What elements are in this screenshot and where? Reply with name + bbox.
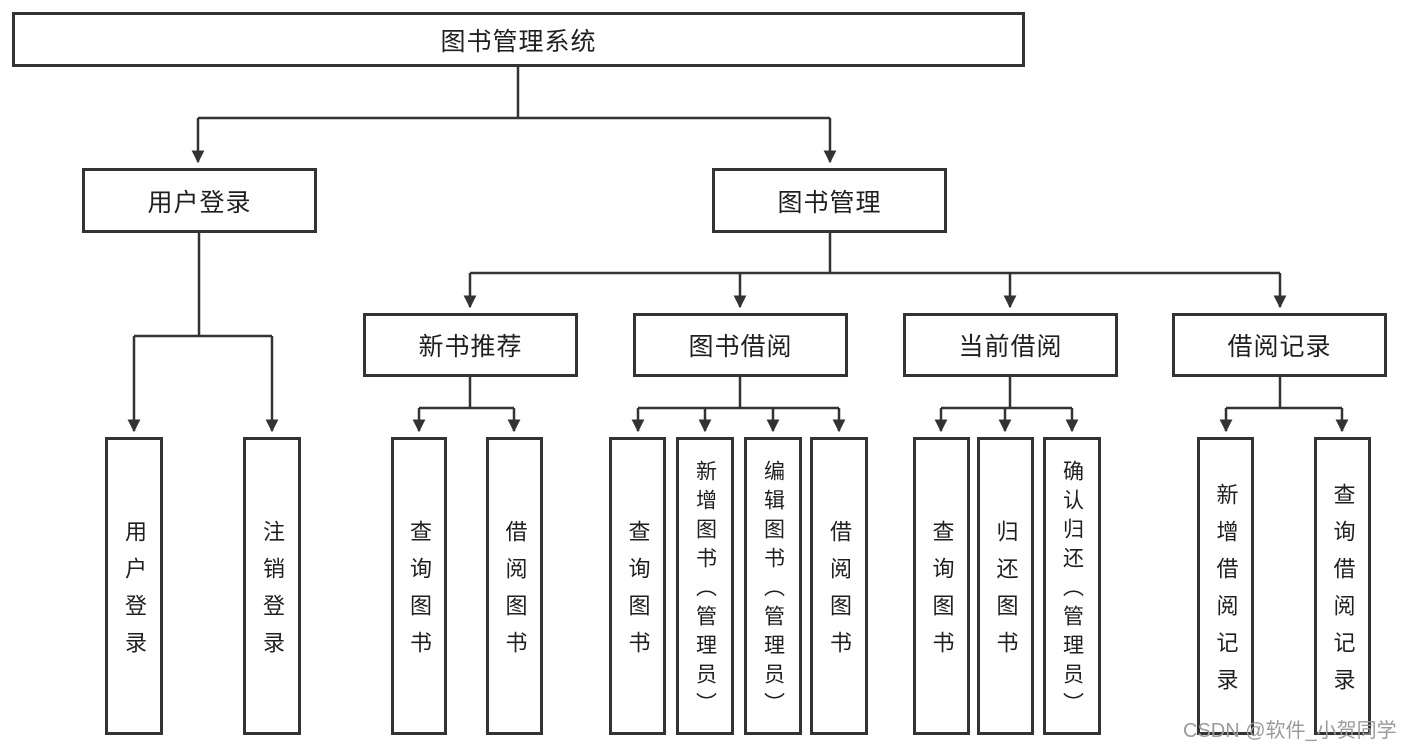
node-label: 图书管理 (777, 188, 882, 217)
node-book-management: 图书管理 (712, 168, 947, 233)
node-borrow-records: 借阅记录 (1172, 313, 1387, 377)
leaf-label: 新增图书（管理员） (693, 459, 717, 721)
csdn-watermark: CSDN @软件_小贺同学 (1183, 720, 1397, 742)
leaf-user-login: 用户登录 (105, 437, 163, 735)
leaf-borrow-query-books: 查询图书 (609, 437, 666, 735)
node-root-library-system: 图书管理系统 (12, 12, 1025, 67)
leaf-edit-books-admin: 编辑图书（管理员） (744, 437, 802, 735)
leaf-confirm-return-admin: 确认归还（管理员） (1043, 437, 1101, 735)
node-label: 当前借阅 (958, 333, 1063, 361)
node-label: 借阅记录 (1227, 333, 1332, 361)
leaf-label: 归还图书 (993, 519, 1019, 668)
leaf-label: 借阅图书 (827, 519, 852, 668)
leaf-label: 查询图书 (625, 519, 651, 668)
leaf-label: 编辑图书（管理员） (761, 459, 785, 721)
leaf-borrow-books: 借阅图书 (810, 437, 868, 735)
leaf-logout: 注销登录 (243, 437, 301, 735)
leaf-return-books: 归还图书 (977, 437, 1034, 735)
leaf-label: 借阅图书 (502, 519, 528, 668)
leaf-label: 新增借阅记录 (1213, 482, 1239, 705)
leaf-query-borrow-record: 查询借阅记录 (1314, 437, 1371, 735)
leaf-label: 确认归还（管理员） (1060, 459, 1084, 721)
node-label: 新书推荐 (418, 333, 523, 361)
node-label: 图书管理系统 (440, 27, 597, 56)
node-label: 用户登录 (147, 188, 252, 217)
leaf-current-query-books: 查询图书 (913, 437, 970, 735)
leaf-recommend-borrow-books: 借阅图书 (486, 437, 543, 735)
leaf-label: 查询借阅记录 (1330, 482, 1356, 705)
leaf-label: 查询图书 (407, 519, 432, 668)
node-current-borrow: 当前借阅 (903, 313, 1118, 377)
node-user-login: 用户登录 (82, 168, 317, 233)
node-new-book-recommend: 新书推荐 (363, 313, 578, 377)
leaf-label: 注销登录 (260, 519, 285, 668)
leaf-add-books-admin: 新增图书（管理员） (676, 437, 734, 735)
leaf-recommend-query-books: 查询图书 (391, 437, 447, 735)
leaf-add-borrow-record: 新增借阅记录 (1197, 437, 1254, 735)
leaf-label: 用户登录 (122, 519, 147, 668)
node-book-borrow: 图书借阅 (633, 313, 848, 377)
leaf-label: 查询图书 (929, 519, 955, 668)
node-label: 图书借阅 (688, 333, 793, 361)
